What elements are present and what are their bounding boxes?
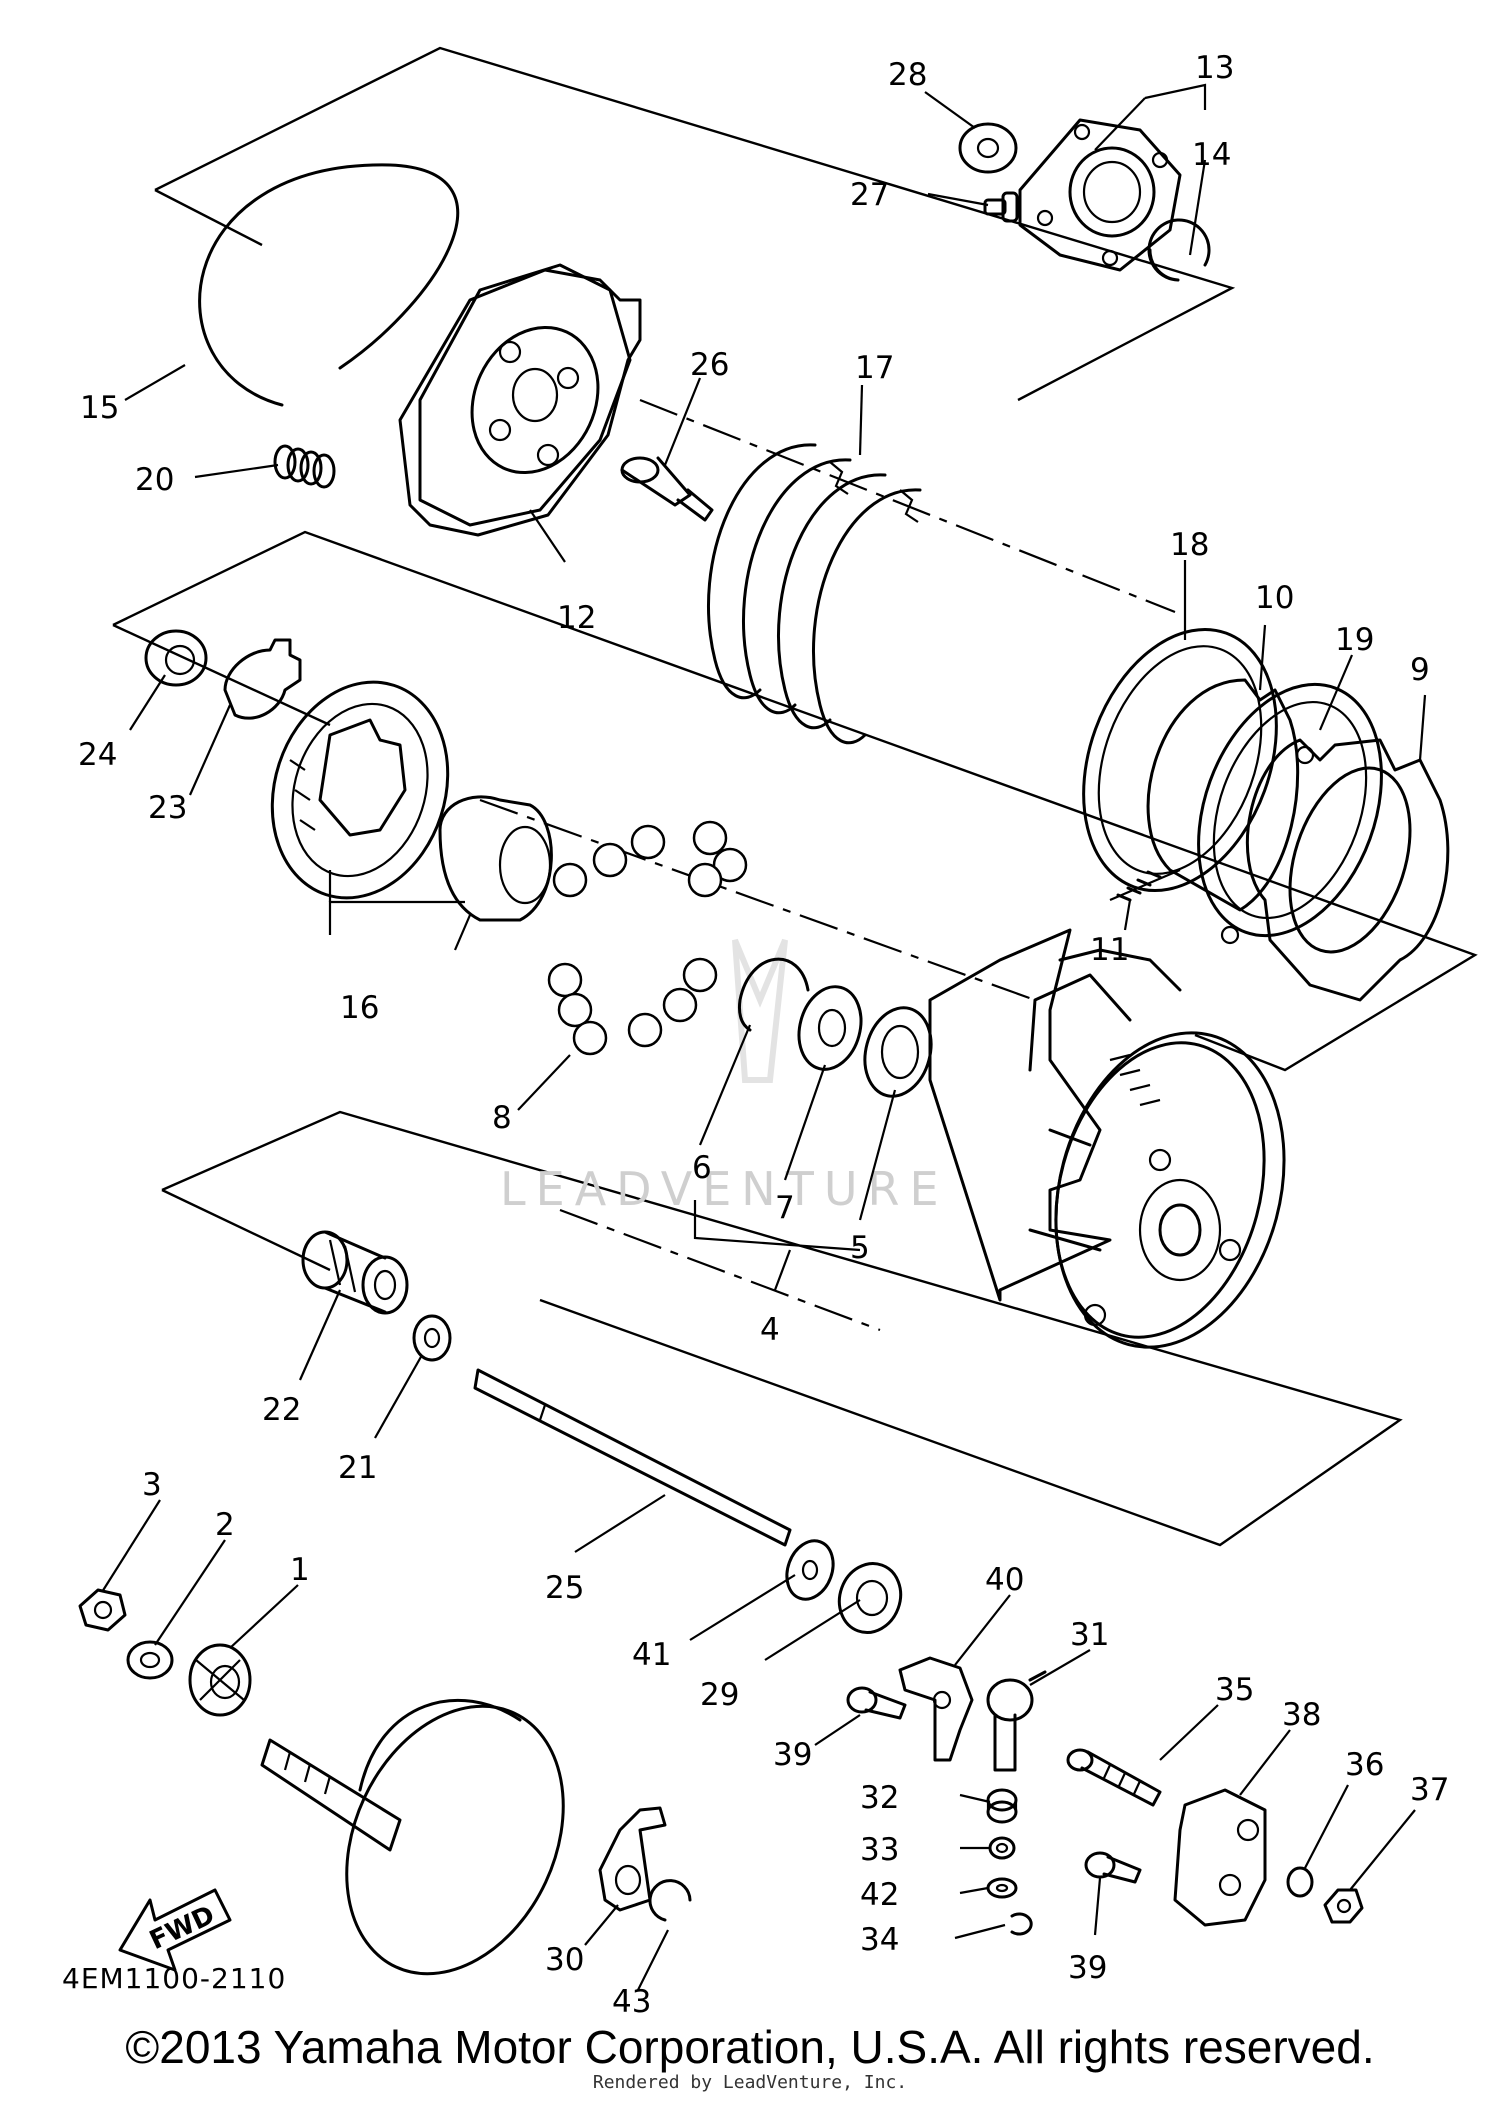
callout-31: 31 <box>1070 1617 1109 1653</box>
copyright-notice: ©2013 Yamaha Motor Corporation, U.S.A. A… <box>125 2021 1375 2073</box>
callout-18: 18 <box>1170 527 1209 563</box>
part-43-circlip <box>648 1879 692 1922</box>
callout-22: 22 <box>262 1392 301 1428</box>
part-34-clip <box>1010 1912 1033 1936</box>
part-15-wire-ring <box>198 163 460 407</box>
part-3-nut <box>78 1588 127 1632</box>
crankshaft <box>260 1698 565 1976</box>
part-41-washer <box>785 1539 835 1601</box>
part-29-bearing <box>837 1562 903 1634</box>
callout-42: 42 <box>860 1877 899 1913</box>
callout-11: 11 <box>1090 932 1129 968</box>
part-8-balls <box>547 820 748 1056</box>
callout-21: 21 <box>338 1450 377 1486</box>
callout-28: 28 <box>888 57 927 93</box>
part-23-lock-washer <box>223 638 302 720</box>
part-4-clutch-housing <box>928 928 1286 1349</box>
part-27-screw <box>983 191 1019 223</box>
callout-26: 26 <box>690 347 729 383</box>
callout-14: 14 <box>1192 137 1231 173</box>
callout-17: 17 <box>855 350 894 386</box>
part-35-bolt <box>1066 1748 1162 1807</box>
rendered-by-note: Rendered by LeadVenture, Inc. <box>592 2072 908 2093</box>
callout-32: 32 <box>860 1780 899 1816</box>
part-20-spring <box>273 444 336 489</box>
callout-7: 7 <box>775 1190 795 1226</box>
callout-20: 20 <box>135 462 174 498</box>
callout-40: 40 <box>985 1562 1024 1598</box>
callout-43: 43 <box>612 1984 651 2020</box>
callout-23: 23 <box>148 790 187 826</box>
callout-3: 3 <box>142 1467 162 1503</box>
callout-16: 16 <box>340 990 379 1026</box>
callout-38: 38 <box>1282 1697 1321 1733</box>
part-26-push-rod <box>620 456 714 522</box>
part-32-bushing <box>986 1788 1018 1824</box>
part-39-bolt-lower <box>1084 1851 1142 1884</box>
callout-8: 8 <box>492 1100 512 1136</box>
watermark: LEADVENTURE <box>500 938 949 1216</box>
part-31-joint <box>986 1670 1047 1772</box>
callout-24: 24 <box>78 737 117 773</box>
part-5-bearing <box>863 1006 933 1098</box>
callouts: 28 13 14 27 15 20 26 17 12 18 10 19 9 11… <box>78 50 1449 2020</box>
part-38-bracket <box>1173 1788 1267 1927</box>
part-28-washer <box>958 122 1018 174</box>
fwd-arrow: FWD <box>118 1888 232 1972</box>
part-1-gear <box>188 1643 252 1717</box>
part-37-nut <box>1323 1888 1364 1924</box>
callout-29: 29 <box>700 1677 739 1713</box>
part-10-plate <box>1146 678 1300 912</box>
callout-4: 4 <box>760 1312 780 1348</box>
part-36-washer <box>1286 1866 1314 1898</box>
callout-5: 5 <box>850 1230 870 1266</box>
part-21-washer <box>412 1314 452 1362</box>
callout-25: 25 <box>545 1570 584 1606</box>
part-39-bolt-upper <box>846 1686 907 1720</box>
part-12-pressure-plate <box>398 263 642 537</box>
callout-27: 27 <box>850 177 889 213</box>
callout-10: 10 <box>1255 580 1294 616</box>
diagram-code: 4EM1100-2110 <box>62 1962 286 1995</box>
part-14-circlip <box>1147 218 1211 282</box>
callout-13: 13 <box>1195 50 1234 86</box>
part-25-shaft <box>473 1368 792 1547</box>
part-22-bushing <box>301 1230 409 1315</box>
part-9-plate <box>1220 738 1450 1002</box>
callout-1: 1 <box>290 1552 310 1588</box>
leader-lines <box>101 83 1427 1991</box>
callout-39-upper: 39 <box>773 1737 812 1773</box>
part-11-spring <box>1109 868 1181 902</box>
callout-19: 19 <box>1335 622 1374 658</box>
callout-41: 41 <box>632 1637 671 1673</box>
part-13-housing <box>1018 118 1182 272</box>
callout-9: 9 <box>1410 652 1430 688</box>
part-19-plate <box>1197 682 1383 938</box>
callout-15: 15 <box>80 390 119 426</box>
part-30-lever <box>598 1806 667 1912</box>
watermark-text: LEADVENTURE <box>500 1162 949 1216</box>
part-40-link <box>898 1656 974 1762</box>
part-2-washer <box>126 1640 174 1680</box>
callout-37: 37 <box>1410 1772 1449 1808</box>
part-33-nut <box>988 1836 1016 1860</box>
callout-39-lower: 39 <box>1068 1950 1107 1986</box>
part-7-washer <box>797 985 863 1071</box>
part-16-housing <box>270 680 553 922</box>
part-18-plate <box>1082 627 1278 893</box>
callout-33: 33 <box>860 1832 899 1868</box>
group-frames <box>112 46 1478 1547</box>
callout-2: 2 <box>215 1507 235 1543</box>
part-42-washer <box>986 1877 1018 1899</box>
part-24-washer <box>144 629 208 687</box>
callout-36: 36 <box>1345 1747 1384 1783</box>
callout-12: 12 <box>557 600 596 636</box>
callout-35: 35 <box>1215 1672 1254 1708</box>
callout-30: 30 <box>545 1942 584 1978</box>
callout-34: 34 <box>860 1922 899 1958</box>
fwd-label: FWD <box>145 1900 219 1956</box>
part-17-friction-plates <box>707 443 922 745</box>
callout-6: 6 <box>692 1150 712 1186</box>
